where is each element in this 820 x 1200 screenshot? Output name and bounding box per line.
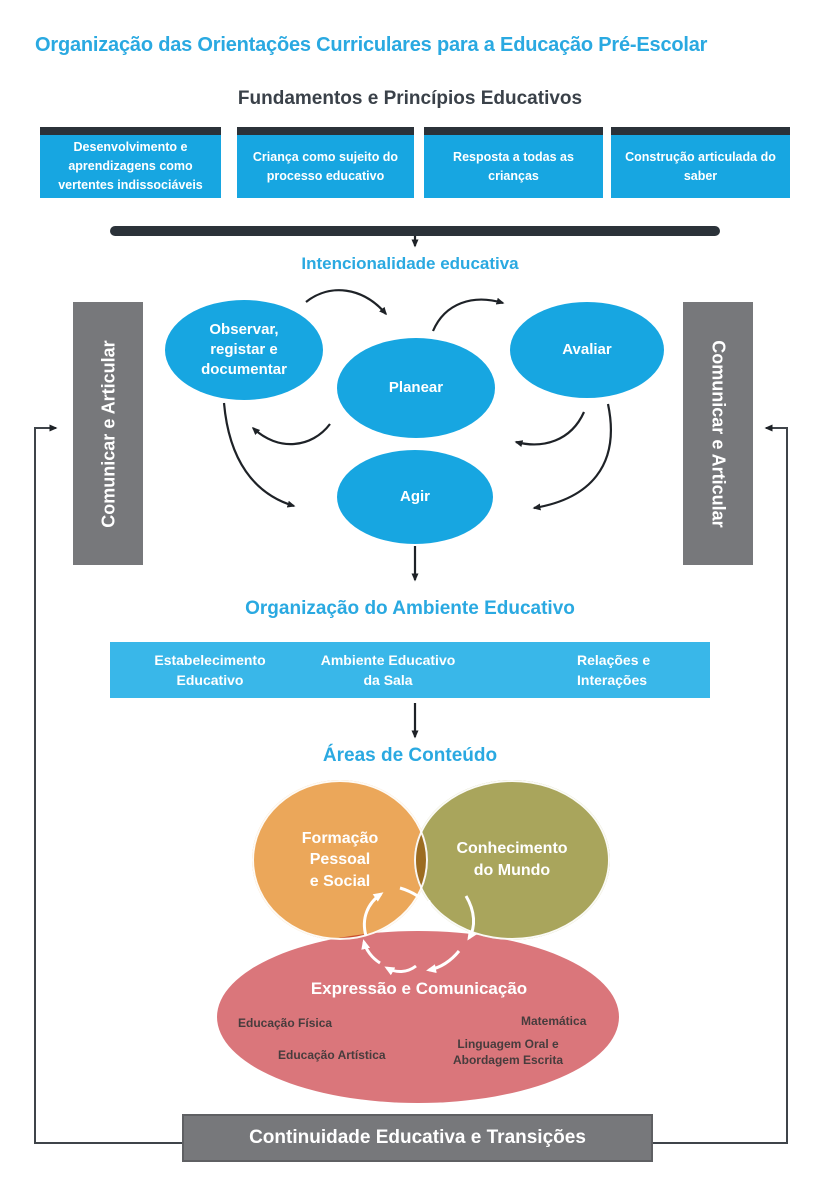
label-matematica: Matemática (521, 1014, 587, 1028)
ambiente-item-estabelecimento: Estabelecimento Educativo (154, 651, 266, 688)
continuidade-label: Continuidade Educativa e Transições (249, 1127, 586, 1148)
node-avaliar-label: Avaliar (562, 341, 612, 359)
arrow-planear-avaliar (431, 297, 505, 332)
fundamentos-heading: Fundamentos e Princípios Educativos (237, 88, 583, 109)
left-comunicar-label: Comunicar e Articular (98, 340, 119, 528)
node-observar: Observar, registar e documentar (165, 300, 323, 400)
node-observar-label: Observar, registar e documentar (201, 321, 287, 378)
arrow-avaliar-agir (532, 403, 612, 511)
expressao-ellipse (217, 931, 619, 1103)
ambiente-bar: Estabelecimento Educativo Ambiente Educa… (110, 642, 710, 698)
arrow-observar-agir (222, 402, 296, 508)
principle-box-4: Construção articulada do saber (611, 127, 790, 198)
node-agir: Agir (337, 450, 493, 544)
label-educacao-fisica: Educação Física (238, 1016, 333, 1030)
node-planear: Planear (337, 338, 495, 438)
arrow-observar-planear (305, 289, 387, 316)
conhecimento-label: Conhecimento do Mundo (456, 840, 568, 879)
ambiente-heading: Organização do Ambiente Educativo (245, 598, 575, 619)
principle-box-3-label: Resposta a todas as crianças (453, 149, 574, 183)
arrow-planear-observar (251, 423, 331, 446)
formacao-circle: Formação Pessoal e Social (252, 780, 428, 940)
node-planear-label: Planear (388, 379, 444, 397)
divider-bar (110, 226, 720, 236)
principle-box-2: Criança como sujeito do processo educati… (237, 127, 414, 198)
continuidade-banner: Continuidade Educativa e Transições (182, 1114, 653, 1162)
ambiente-item-relacoes: Relações e Interações (577, 651, 651, 688)
ambiente-item-sala: Ambiente Educativo da Sala (320, 651, 456, 688)
node-avaliar: Avaliar (510, 302, 664, 398)
principle-box-2-label: Criança como sujeito do processo educati… (252, 149, 399, 183)
formacao-label: Formação Pessoal e Social (301, 829, 379, 890)
areas-heading: Áreas de Conteúdo (322, 745, 498, 766)
label-linguagem: Linguagem Oral e Abordagem Escrita (452, 1037, 564, 1068)
principle-box-1-label: Desenvolvimento e aprendizagens como ver… (58, 140, 203, 192)
conhecimento-circle: Conhecimento do Mundo (414, 780, 610, 940)
principle-box-3: Resposta a todas as crianças (424, 127, 603, 198)
principle-box-4-label: Construção articulada do saber (625, 149, 776, 183)
intencionalidade-heading: Intencionalidade educativa (301, 254, 519, 273)
expressao-title: Expressão e Comunicação (310, 979, 528, 998)
page-title: Organização das Orientações Curriculares… (35, 34, 708, 56)
node-agir-label: Agir (400, 488, 430, 506)
principle-box-1: Desenvolvimento e aprendizagens como ver… (40, 127, 221, 198)
right-comunicar-label: Comunicar e Articular (708, 340, 729, 528)
label-educacao-artistica: Educação Artística (278, 1048, 386, 1062)
arrow-avaliar-planear (514, 411, 586, 448)
